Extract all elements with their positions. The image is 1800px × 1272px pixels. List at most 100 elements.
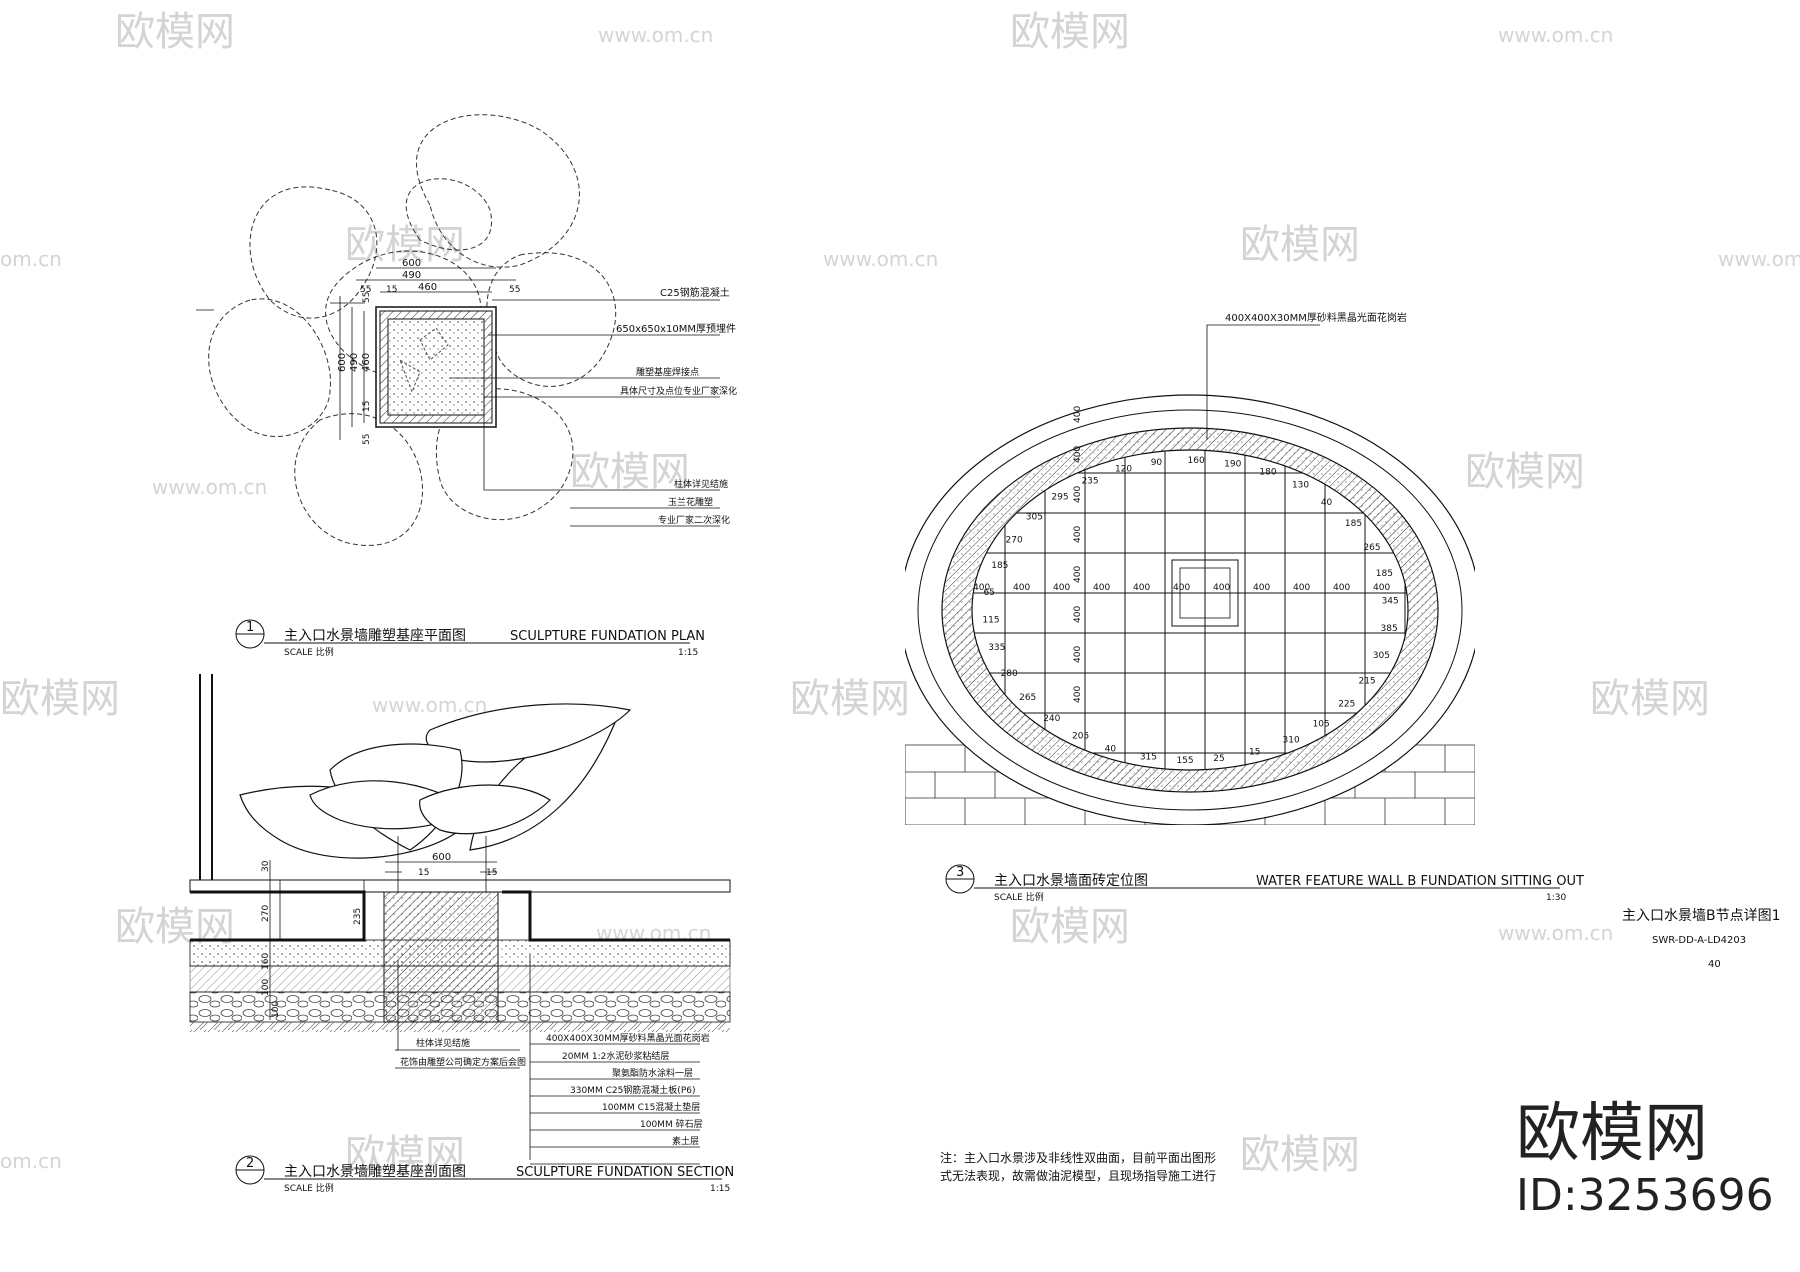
edge-dim-text: 120 [1115,465,1132,475]
watermark-brand: 欧模网 [1590,676,1710,722]
section-dim-text: 15 [418,868,429,878]
plan-dim-text: 490 [402,270,421,281]
watermark-brand: 欧模网 [1240,222,1360,268]
watermark-url: om.cn [0,1149,62,1173]
section-note: 花饰由雕塑公司确定方案后会图 [400,1056,526,1068]
plan-dim-text: 55 [362,292,372,303]
drawing-number: 1 [246,620,254,635]
scale-label: SCALE 比例 [284,1182,334,1194]
edge-dim-text: 105 [1313,720,1330,730]
section-dim-text: 100 [271,1001,281,1018]
edge-dim-text: 265 [1019,693,1036,703]
edge-dim-text: 235 [1081,476,1098,486]
section-dim-text: 600 [432,852,451,863]
drawing-number: 2 [246,1156,254,1171]
tile-dim-text: 400 [1073,486,1083,503]
plan-dim-text: 55 [360,285,371,295]
section-layer: 20MM 1:2水泥砂浆粘结层 [562,1050,669,1062]
plan-note: 雕塑基座焊接点 [636,366,699,378]
section-dim-text: 160 [261,953,271,970]
edge-dim-text: 155 [1176,756,1193,766]
edge-dim-text: 315 [1140,753,1157,763]
edge-dim-text: 15 [1249,747,1260,757]
section-dim-text: 100 [261,979,271,996]
edge-dim-text: 205 [1072,731,1089,741]
watermark-url: om.cn [0,247,62,271]
edge-dim-text: 240 [1043,714,1060,724]
tile-dim-text: 400 [1073,406,1083,423]
edge-dim-text: 185 [1345,519,1362,529]
drawing-2-section: 600 15 15 30 270 235 160 100 100 柱体详见结施 … [189,674,734,1194]
edge-dim-text: 265 [1363,543,1380,553]
section-layer: 聚氨酯防水涂料一层 [612,1067,693,1079]
tile-dim-text: 400 [1093,583,1110,593]
watermark-brand: 欧模网 [1010,904,1130,950]
plan-dim-text: 15 [386,285,397,295]
edge-dim-text: 185 [1376,569,1393,579]
section-note: 柱体详见结施 [416,1037,470,1049]
watermark-url: www.om.cn [152,475,267,499]
watermark-url: www.om.cn [598,23,713,47]
edge-dim-text: 335 [988,643,1005,653]
brand-logo-text: 欧模网 [1516,1097,1708,1171]
edge-dim-text: 305 [1026,512,1043,522]
tile-dim-text: 400 [1073,686,1083,703]
drawing-title-en: WATER FEATURE WALL B FUNDATION SITTING O… [1256,874,1584,889]
drawing-title-cn: 主入口水景墙雕塑基座平面图 [284,627,466,644]
section-layer: 330MM C25钢筋混凝土板(P6) [570,1084,695,1096]
edge-dim-text: 190 [1224,459,1241,469]
watermark-brand: 欧模网 [1010,9,1130,55]
section-dim-text: 15 [486,868,497,878]
sheet-code: SWR-DD-A-LD4203 [1652,935,1746,946]
watermark-brand: 欧模网 [345,1132,465,1178]
general-note-line-1: 注：主入口水景涉及非线性双曲面，目前平面出图形 [940,1150,1216,1165]
edge-dim-text: 40 [1105,744,1117,754]
scale-label: SCALE 比例 [994,891,1044,903]
drawing-title-cn: 主入口水景墙面砖定位图 [994,873,1148,889]
tile-dim-text: 400 [1333,583,1350,593]
watermark-brand: 欧模网 [570,449,690,495]
edge-dim-text: 90 [1151,458,1163,468]
scale-value: 1:15 [678,648,698,658]
tile-dim-text: 400 [1133,583,1150,593]
sheet-page: 40 [1708,959,1721,970]
watermark-url: www.om.cn [1718,247,1800,271]
scale-value: 1:30 [1546,893,1566,903]
section-layer: 100MM C15混凝土垫层 [602,1101,700,1113]
edge-dim-text: 270 [1006,535,1023,545]
plan-note: 柱体详见结施 [674,478,728,490]
edge-dim-text: 185 [991,561,1008,571]
plan-dim-text: 600 [402,258,421,269]
watermark-brand: 欧模网 [115,9,235,55]
plan-dim-text: 600 [337,353,348,372]
section-layer: 400X400X30MM厚砂料黑晶光面花岗岩 [546,1032,710,1044]
drawing-number: 3 [956,865,964,880]
plan-note: 650x650x10MM厚预埋件 [616,323,736,335]
plan-note: C25钢筋混凝土 [660,286,730,299]
plan-dim-text: 460 [361,353,372,372]
plan-dim-text: 490 [349,353,360,372]
scale-label: SCALE 比例 [284,646,334,658]
edge-dim-text: 160 [1188,456,1205,466]
plan-note: 具体尺寸及点位专业厂家深化 [620,385,737,397]
watermark-url: www.om.cn [823,247,938,271]
plan-dim-text: 55 [509,285,520,295]
plan-dim-text: 460 [418,282,437,293]
plan-note: 专业厂家二次深化 [658,514,730,526]
tile-dim-text: 400 [973,583,990,593]
edge-dim-text: 305 [1373,651,1390,661]
edge-dim-text: 115 [982,616,999,626]
drawing-title-cn: 主入口水景墙雕塑基座剖面图 [284,1163,466,1180]
tile-dim-text: 400 [1373,583,1390,593]
section-dim-text: 30 [261,860,271,872]
drawing-title-en: SCULPTURE FUNDATION SECTION [516,1165,734,1180]
edge-dim-text: 310 [1283,736,1300,746]
scale-value: 1:15 [710,1184,730,1194]
watermark-url: www.om.cn [1498,23,1613,47]
general-note-line-2: 式无法表现，故需做油泥模型，且现场指导施工进行 [940,1168,1216,1183]
edge-dim-text: 225 [1338,700,1355,710]
watermark-url: www.om.cn [1498,921,1613,945]
tile-dim-text: 400 [1073,646,1083,663]
edge-dim-text: 25 [1213,754,1224,764]
